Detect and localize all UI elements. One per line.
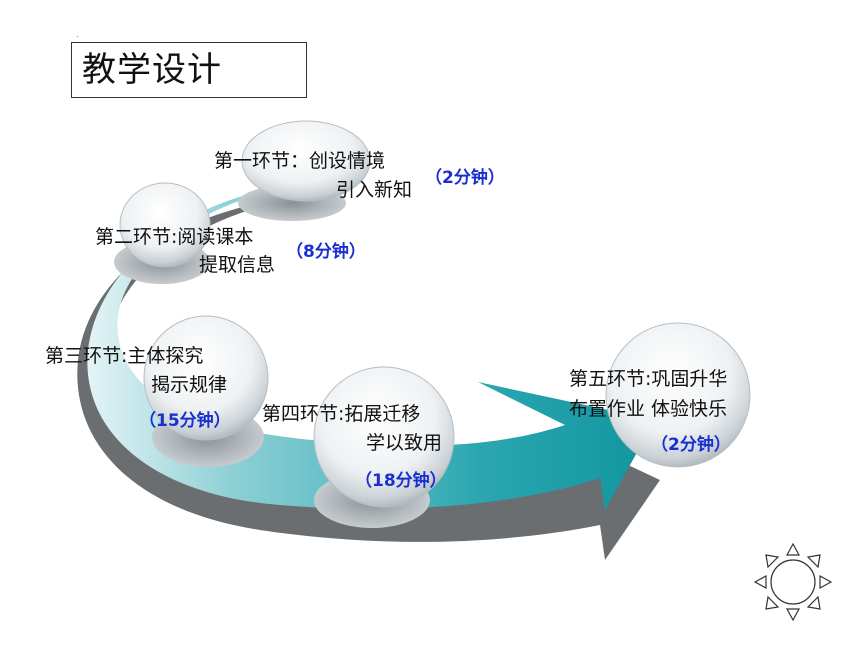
stage-2-subtitle: 提取信息 <box>199 254 276 276</box>
page-title: 教学设计 <box>71 42 307 98</box>
stage-4-title: 第四环节:拓展迁移 <box>262 403 421 425</box>
stage-3-duration: （15分钟） <box>139 411 231 431</box>
stage-5-duration: （2分钟） <box>651 435 731 455</box>
stage-5-subtitle: 布置作业 体验快乐 <box>569 398 728 420</box>
bubble-1 <box>241 120 371 202</box>
stage-2-duration: （8分钟） <box>286 242 366 262</box>
bubble-2 <box>119 182 211 268</box>
stage-2-title: 第二环节:阅读课本 <box>95 226 254 248</box>
stage-3-subtitle: 揭示规律 <box>151 374 228 396</box>
stage-1-title: 第一环节：创设情境 <box>214 150 386 172</box>
stage-3-title: 第三环节:主体探究 <box>45 345 204 367</box>
sun-icon <box>753 542 833 622</box>
decorative-dot: . <box>76 30 79 39</box>
stage-1-subtitle: 引入新知 <box>336 179 413 201</box>
stage-1-duration: （2分钟） <box>425 168 505 188</box>
bubble-3 <box>143 315 269 441</box>
bubble-4 <box>313 366 455 508</box>
stage-5-title: 第五环节:巩固升华 <box>569 368 728 390</box>
stage-4-duration: （18分钟） <box>355 471 447 491</box>
stage-4-subtitle: 学以致用 <box>366 432 443 454</box>
bubble-5 <box>605 322 751 468</box>
